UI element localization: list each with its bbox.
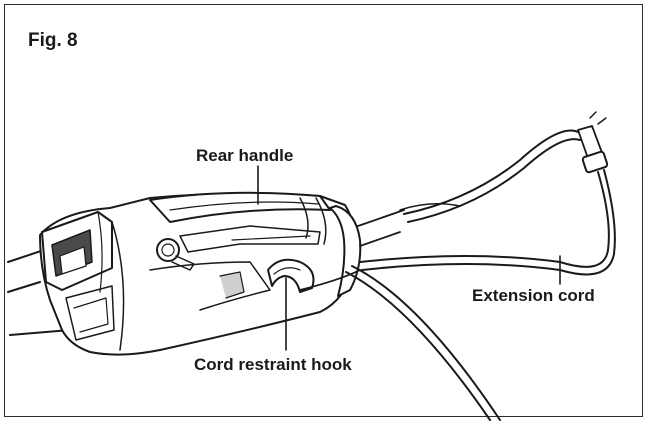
callout-cord-restraint-hook: Cord restraint hook <box>194 355 352 374</box>
trimmer-shaft <box>7 249 71 336</box>
figure-label: Fig. 8 <box>28 30 78 51</box>
lock-off-button <box>156 238 180 262</box>
cord-restraint-hook <box>267 258 315 293</box>
callout-rear-handle: Rear handle <box>196 146 294 165</box>
power-cord-plug <box>357 209 405 247</box>
extension-cord <box>403 129 579 215</box>
callout-extension-cord: Extension cord <box>472 286 595 305</box>
rear-handle-grip <box>149 191 331 223</box>
